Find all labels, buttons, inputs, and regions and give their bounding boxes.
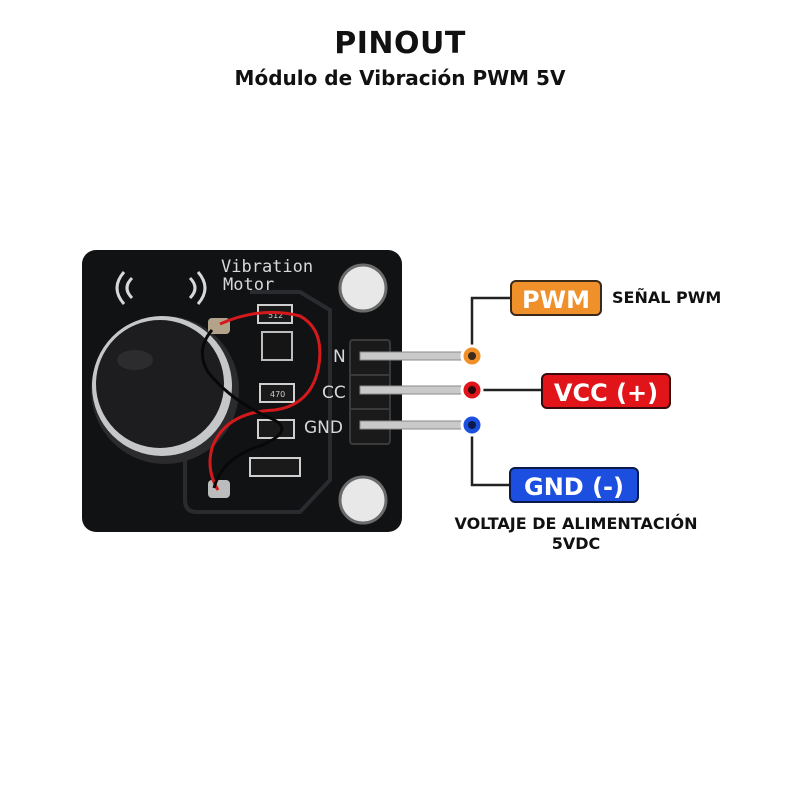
motor-highlight [117, 350, 153, 370]
header-pin-vcc [359, 385, 467, 395]
pwm-badge: PWM [510, 280, 602, 316]
header-pin-pwm [359, 351, 467, 361]
pin-label-gnd: GND [304, 418, 343, 438]
pin-label-cc: CC [322, 383, 346, 403]
vibration-icon-left [115, 271, 134, 305]
smd-resistor-mid [259, 383, 295, 403]
page-subtitle: Módulo de Vibración PWM 5V [234, 66, 566, 90]
pin-label-n: N [333, 347, 346, 367]
gnd-leader-line [470, 425, 509, 487]
page-title: PINOUT [334, 26, 466, 61]
mounting-hole-bottom [338, 475, 388, 525]
vibration-icon-right [188, 271, 207, 305]
pwm-description: SEÑAL PWM [612, 288, 722, 307]
resistor-code-mid: 470 [270, 390, 285, 399]
supply-voltage-note: VOLTAJE DE ALIMENTACIÓN 5VDC [426, 514, 726, 554]
mounting-hole-top [338, 263, 388, 313]
pcb-trace [183, 290, 332, 514]
pwm-leader-line [470, 296, 510, 356]
transistor [261, 331, 293, 361]
smd-capacitor [249, 457, 301, 477]
supply-voltage-value: 5VDC [551, 534, 601, 553]
silkscreen-vibration: Vibration [221, 257, 313, 277]
gnd-badge: GND (-) [509, 467, 639, 503]
vcc-badge: VCC (+) [541, 373, 671, 409]
resistor-code-top: 512 [268, 311, 283, 320]
red-wire [208, 310, 322, 491]
black-wire [200, 329, 284, 489]
supply-voltage-label: VOLTAJE DE ALIMENTACIÓN [454, 514, 698, 533]
header-pin-gnd [359, 420, 467, 430]
silkscreen-motor: Motor [223, 275, 274, 295]
